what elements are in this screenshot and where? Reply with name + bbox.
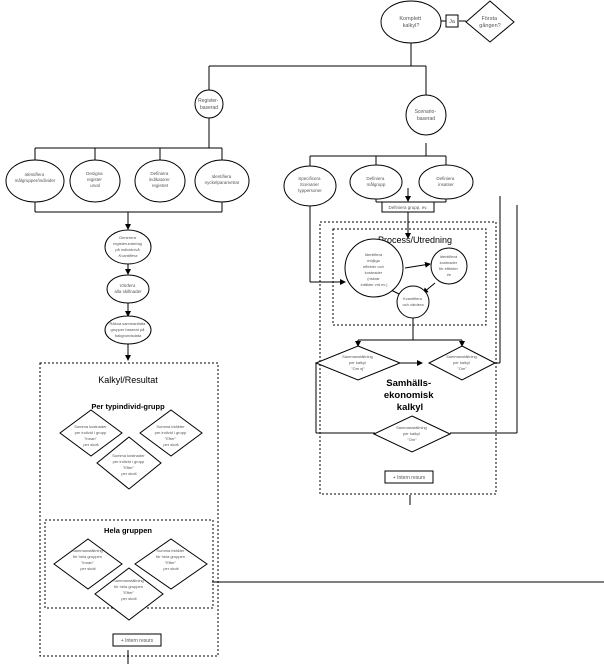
- svg-text:Generera registerunderla: Generera registerunderlag på individnivå…: [113, 235, 143, 258]
- svg-text:Summa intäkter för hela: Summa intäkter för hela gruppen "Efter" …: [156, 548, 186, 571]
- scenario-right-diamond[interactable]: Sammanställning per kalkyl "Om": [427, 345, 497, 381]
- whole-left-diamond[interactable]: Sammanställning för hela gruppen "Innan"…: [53, 538, 123, 590]
- process-title: Process/Utredning: [378, 235, 452, 245]
- svg-text:+ Intern resurs: + Intern resurs: [393, 475, 426, 481]
- svg-text:Summa kostnader per indi: Summa kostnader per individ i grupp "Inn…: [74, 424, 108, 447]
- scenario-based-node[interactable]: Scenario- baserad: [405, 94, 447, 136]
- register-based-node[interactable]: Register- baserad: [194, 89, 224, 119]
- define-register-node[interactable]: Definiera indikatorer registret: [134, 159, 186, 203]
- svg-text:Identifiera kostnader: Identifiera kostnader för effekter i/e: [439, 254, 459, 277]
- svg-text:Kvantifiera och värdera: Kvantifiera och värdera: [402, 296, 424, 307]
- societal-calc-title: Samhälls- ekonomisk kalkyl: [384, 378, 436, 413]
- svg-text:Definiera indikatorer: Definiera indikatorer registret: [149, 171, 171, 188]
- calc-panel-title: Kalkyl/Resultat: [98, 375, 158, 385]
- generate-data-node[interactable]: Generera registerunderlag på individnivå…: [104, 229, 152, 265]
- scenario-bottom-diamond[interactable]: Sammanställning per kalkyl "Om": [372, 415, 452, 453]
- svg-text:Sammanställning per kalk: Sammanställning per kalkyl "Om": [446, 354, 478, 371]
- svg-text:Sammanställning per kalk: Sammanställning per kalkyl "Om": [396, 425, 428, 442]
- define-target-box[interactable]: Definiera grupp, ev.: [381, 201, 435, 213]
- svg-text:Ja: Ja: [449, 19, 456, 25]
- svg-text:Definiera grupp, ev.: Definiera grupp, ev.: [389, 205, 428, 210]
- svg-text:Värdera alla skillnader: Värdera alla skillnader: [114, 283, 142, 294]
- design-register-node[interactable]: Designa register urval: [69, 159, 121, 203]
- per-type-left-diamond[interactable]: Summa kostnader per individ i grupp "Inn…: [59, 409, 123, 457]
- svg-text:Summa kostnader per indi: Summa kostnader per individ i grupp "Eft…: [112, 453, 146, 476]
- calc-result-panel: [39, 362, 219, 657]
- per-type-title: Per typindivid-grupp: [91, 402, 165, 411]
- svg-text:Sammanställning för hela: Sammanställning för hela gruppen "Innan"…: [72, 548, 104, 571]
- societal-panel: [319, 221, 497, 495]
- complete-calc-ellipse: [380, 0, 442, 44]
- process-panel: [332, 228, 487, 326]
- svg-text:Identifiera målgrupper/i: Identifiera målgrupper/individer: [15, 172, 56, 183]
- identify-cost-items-node[interactable]: Identifiera kostnader för effekter i/e: [430, 247, 468, 285]
- first-time-decision[interactable]: Första gången?: [465, 0, 515, 43]
- quantify-outcomes-node[interactable]: Kvantifiera och värdera: [396, 285, 430, 319]
- whole-right-diamond[interactable]: Summa intäkter för hela gruppen "Efter" …: [134, 538, 208, 590]
- svg-text:Identifiera möjliga: Identifiera möjliga effekter och kostnad…: [361, 252, 388, 287]
- svg-text:Identifiera nyckelparame: Identifiera nyckelparametrar: [205, 174, 240, 185]
- svg-text:Sammanställning per kalk: Sammanställning per kalkyl "Om ej": [342, 354, 374, 371]
- svg-text:Designa register u: Designa register urval: [86, 171, 104, 188]
- per-type-right-diamond[interactable]: Summa intäkter per individ i grupp "Efte…: [139, 409, 203, 457]
- svg-text:Definiera insatser: Definiera insatser: [436, 176, 455, 187]
- first-time-label: Första gången?: [479, 16, 500, 29]
- svg-text:Specificera Scenarier: Specificera Scenarier typpersoner: [298, 176, 322, 193]
- svg-text:Räkna sammanfatta gruppe: Räkna sammanfatta grupper baserat på bak…: [110, 321, 147, 338]
- identify-consequences-node[interactable]: Identifiera möjliga effekter och kostnad…: [344, 238, 404, 298]
- specify-scenarios-node[interactable]: Specificera Scenarier typpersoner: [283, 165, 337, 207]
- compute-summaries-node[interactable]: Räkna sammanfatta grupper baserat på bak…: [104, 315, 152, 345]
- define-target-group-node[interactable]: Definiera målgrupp: [349, 164, 403, 200]
- complete-calc-label: Komplett kalkyl?: [399, 16, 422, 29]
- identify-parameters-node[interactable]: Identifiera nyckelparametrar: [194, 159, 250, 203]
- whole-bottom-diamond[interactable]: Sammanställning för hela gruppen "Efter"…: [94, 567, 164, 621]
- svg-text:Summa intäkter per indiv: Summa intäkter per individ i grupp "Efte…: [155, 424, 188, 447]
- per-type-bottom-diamond[interactable]: Summa kostnader per individ i grupp "Eft…: [96, 436, 162, 490]
- identify-target-node[interactable]: Identifiera målgrupper/individer: [5, 159, 65, 203]
- scenario-left-diamond[interactable]: Sammanställning per kalkyl "Om ej": [314, 345, 402, 381]
- svg-text:Definiera målgrupp: Definiera målgrupp: [366, 176, 386, 187]
- yes-connector-box: Ja: [445, 14, 459, 28]
- complete-calc-node[interactable]: Komplett kalkyl?: [380, 0, 442, 44]
- scenario-based-label: Scenario- baserad: [415, 109, 438, 122]
- define-interventions-node[interactable]: Definiera insatser: [418, 164, 474, 200]
- calc-report-button[interactable]: + Intern resurs: [112, 633, 162, 647]
- whole-group-title: Hela gruppen: [104, 526, 152, 535]
- value-deviations-node[interactable]: Värdera alla skillnader: [106, 274, 150, 304]
- svg-text:Sammanställning för hela: Sammanställning för hela gruppen "Efter"…: [113, 578, 145, 601]
- register-based-label: Register- baserad: [198, 98, 220, 111]
- svg-text:+ Intern resurs: + Intern resurs: [121, 638, 154, 644]
- scenario-report-button[interactable]: + Intern resurs: [384, 470, 434, 484]
